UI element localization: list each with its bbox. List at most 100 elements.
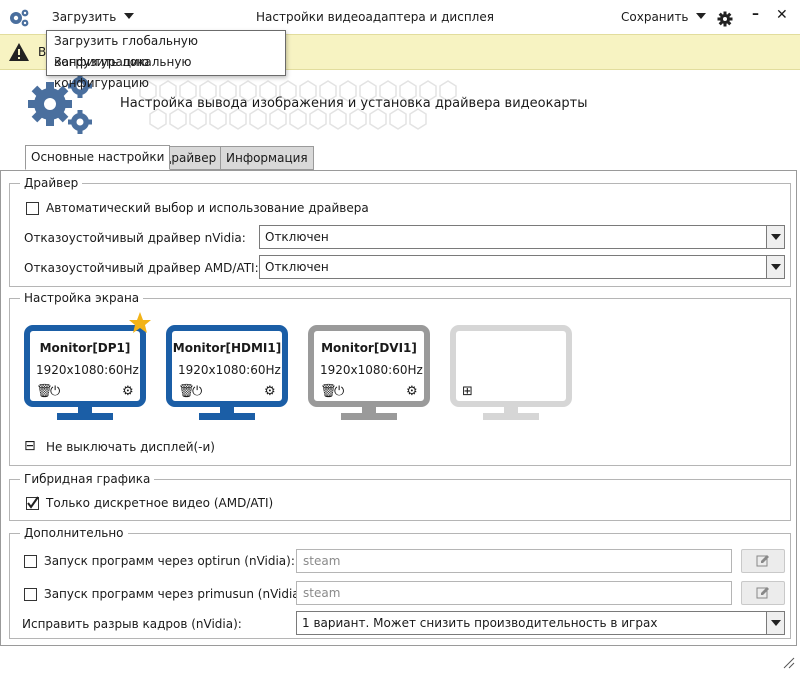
monitor-screen: Monitor[DP1] 1920x1080:60Hz 🗑 ⏻ ⚙ [24,325,146,407]
optirun-edit-button[interactable] [741,549,785,573]
save-label: Сохранить [621,10,689,24]
power-icon[interactable]: ⏻ [50,384,61,399]
monitor-actions: 🗑 ⏻ ⚙ [36,385,136,399]
monitor-screen: Monitor[DVI1] 1920x1080:60Hz 🗑 ⏻ ⚙ [308,325,430,407]
monitor-dp1[interactable]: Monitor[DP1] 1920x1080:60Hz 🗑 ⏻ ⚙ [24,312,151,421]
settings-gear-icon[interactable] [717,11,733,27]
primusun-placeholder: steam [303,586,341,600]
auto-driver-checkbox[interactable] [26,202,39,215]
nvidia-driver-value: Отключен [265,230,329,244]
primusun-label: Запуск программ через primusun (nVidia): [44,587,309,601]
load-label: Загрузить [52,10,117,24]
auto-driver-label: Автоматический выбор и использование дра… [46,201,369,215]
monitor-neck [362,405,376,413]
info-text: В [38,45,47,59]
monitor-actions: ⊞ [462,385,562,399]
chevron-down-icon [124,13,135,19]
edit-icon [756,555,769,567]
monitor-dvi1[interactable]: Monitor[DVI1] 1920x1080:60Hz 🗑 ⏻ ⚙ [308,325,430,421]
monitor-actions: 🗑 ⏻ ⚙ [320,385,420,399]
monitor-screen: Monitor[HDMI1] 1920x1080:60Hz 🗑 ⏻ ⚙ [166,325,288,407]
monitor-neck [78,405,92,413]
hybrid-group-label: Гибридная графика [20,471,155,487]
load-menu-button[interactable]: Загрузить [52,10,135,24]
minimize-button[interactable]: – [752,6,759,22]
amd-driver-select[interactable]: Отключен [259,255,785,279]
driver-group-label: Драйвер [20,175,83,191]
checkmark-icon [27,496,39,509]
chevron-down-icon[interactable] [766,256,784,278]
power-icon[interactable]: ⏻ [334,384,345,399]
monitor-resolution: 1920x1080:60Hz [320,363,423,377]
menu-item-load-global[interactable]: Загрузить глобальную конфигурацию [54,34,198,69]
warning-icon [9,43,29,61]
chevron-down-icon [696,13,707,19]
keep-on-toggle-icon[interactable]: ⊟ [24,438,36,454]
primusun-checkbox[interactable] [24,588,37,601]
monitor-actions: 🗑 ⏻ ⚙ [178,385,278,399]
additional-group: Дополнительно Запуск программ через opti… [9,525,791,639]
gear-icon[interactable]: ⚙ [122,384,134,399]
save-menu-button[interactable]: Сохранить [621,10,707,24]
screen-group-label: Настройка экрана [20,290,144,306]
header-gears-icon [28,74,92,134]
primusun-edit-button[interactable] [741,581,785,605]
monitor-base [483,413,539,420]
optirun-input[interactable]: steam [296,549,732,573]
additional-group-label: Дополнительно [20,525,128,541]
monitor-neck [220,405,234,413]
app-gears-icon [10,9,29,27]
header-title: Настройка вывода изображения и установка… [120,96,588,111]
monitor-base [57,413,113,420]
discrete-video-checkbox[interactable] [26,496,39,510]
tearing-fix-value: 1 вариант. Может снизить производительно… [302,616,658,630]
monitor-neck [504,405,518,413]
monitor-name: Monitor[DVI1] [321,341,417,355]
window-title: Настройки видеоадаптера и дисплея [256,10,494,24]
nvidia-driver-select[interactable]: Отключен [259,225,785,249]
monitor-name: Monitor[HDMI1] [172,341,282,355]
power-icon[interactable]: ⏻ [192,384,203,399]
monitor-resolution: 1920x1080:60Hz [36,363,139,377]
hybrid-graphics-group: Гибридная графика Только дискретное виде… [9,471,791,521]
settings-panel: Драйвер Автоматический выбор и использов… [0,170,797,646]
add-monitor-icon[interactable]: ⊞ [462,384,473,399]
amd-driver-label: Отказоустойчивый драйвер AMD/ATI: [24,261,259,275]
monitor-base [341,413,397,420]
optirun-label: Запуск программ через optirun (nVidia): [44,554,295,568]
trash-icon[interactable]: 🗑 [178,384,195,399]
gear-icon[interactable]: ⚙ [406,384,418,399]
keep-on-label: Не выключать дисплей(-и) [46,440,215,454]
amd-driver-value: Отключен [265,260,329,274]
monitor-resolution: 1920x1080:60Hz [178,363,281,377]
optirun-placeholder: steam [303,554,341,568]
chevron-down-icon[interactable] [766,226,784,248]
monitor-add-slot[interactable]: ⊞ [450,325,572,421]
resize-grip-icon[interactable] [782,656,796,670]
discrete-video-label: Только дискретное видео (AMD/ATI) [46,496,274,510]
screen-group: Настройка экрана Monitor[DP1] 1920x1080:… [9,290,791,466]
trash-icon[interactable]: 🗑 [36,384,53,399]
chevron-down-icon[interactable] [766,612,784,634]
gear-icon[interactable]: ⚙ [264,384,276,399]
optirun-checkbox[interactable] [24,555,37,568]
primary-star-icon [129,312,151,333]
edit-icon [756,587,769,599]
menu-item-load-local[interactable]: Загрузить локальную конфигурацию [54,55,192,90]
nvidia-driver-label: Отказоустойчивый драйвер nVidia: [24,231,246,245]
trash-icon[interactable]: 🗑 [320,384,337,399]
monitor-base [199,413,255,420]
tab-information[interactable]: Информация [220,146,314,170]
tab-main-settings[interactable]: Основные настройки [25,145,171,170]
tearing-fix-select[interactable]: 1 вариант. Может снизить производительно… [296,611,785,635]
load-dropdown-menu: Загрузить глобальную конфигурацию Загруз… [46,30,286,90]
primusun-input[interactable]: steam [296,581,732,605]
monitor-name: Monitor[DP1] [39,341,131,355]
tearing-label: Исправить разрыв кадров (nVidia): [22,617,242,631]
driver-group: Драйвер Автоматический выбор и использов… [9,175,791,287]
monitor-screen: ⊞ [450,325,572,407]
close-button[interactable]: ✕ [776,7,788,23]
monitor-hdmi1[interactable]: Monitor[HDMI1] 1920x1080:60Hz 🗑 ⏻ ⚙ [166,325,288,421]
title-bar: Загрузить Настройки видеоадаптера и дисп… [0,0,800,34]
hex-pattern-decoration [139,80,457,130]
